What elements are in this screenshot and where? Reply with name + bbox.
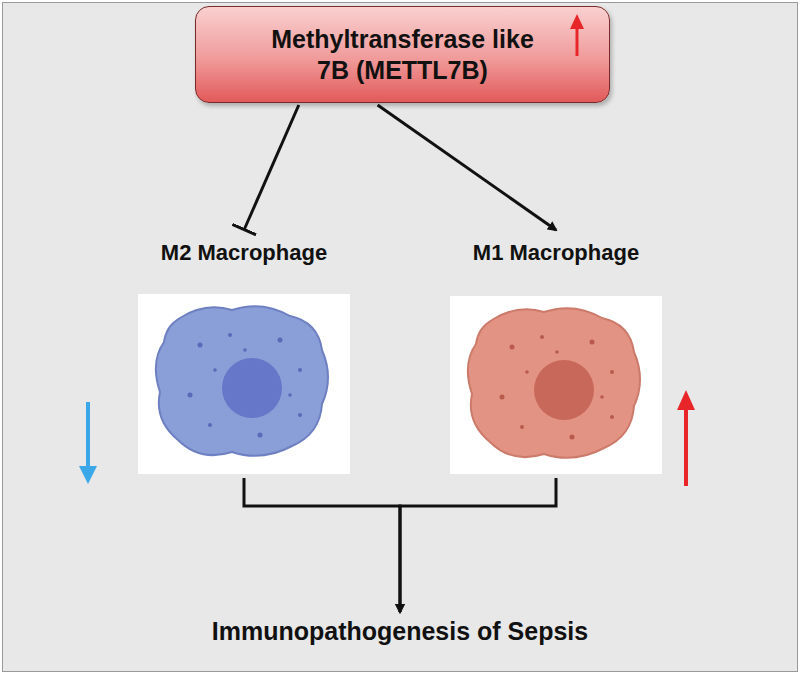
increase-arrow: [684, 406, 688, 486]
image-frame: [450, 296, 662, 474]
m2-nucleus: [222, 358, 282, 418]
increase-arrowhead: [570, 14, 584, 29]
m1-granules: [500, 335, 615, 440]
m1-cell: [468, 308, 640, 458]
node-label: Methyltransferase like 7B (METTL7B): [258, 24, 548, 86]
m2-granules: [188, 333, 303, 438]
m1-nucleus: [534, 360, 594, 420]
macrophage-node: M1 Macrophage: [428, 240, 684, 476]
node-label: M1 Macrophage: [428, 240, 684, 266]
decrease-arrowhead: [79, 466, 97, 484]
arrow-connector: [378, 105, 556, 230]
decrease-arrow: [86, 402, 90, 470]
node-label: Immunopathogenesis of Sepsis: [138, 616, 662, 646]
inhibition-connector: [244, 105, 299, 230]
outcome-label: Immunopathogenesis of Sepsis: [138, 616, 662, 662]
m2-cell: [156, 306, 328, 456]
macrophage-node: M2 Macrophage: [116, 240, 372, 476]
arrow-connector: [400, 478, 556, 612]
increase-arrowhead: [677, 390, 695, 410]
arrow-connector: [244, 478, 400, 612]
gene-box: Methyltransferase like 7B (METTL7B): [195, 6, 610, 103]
image-frame: [138, 294, 350, 474]
increase-arrow: [576, 26, 579, 56]
node-label: M2 Macrophage: [116, 240, 372, 266]
